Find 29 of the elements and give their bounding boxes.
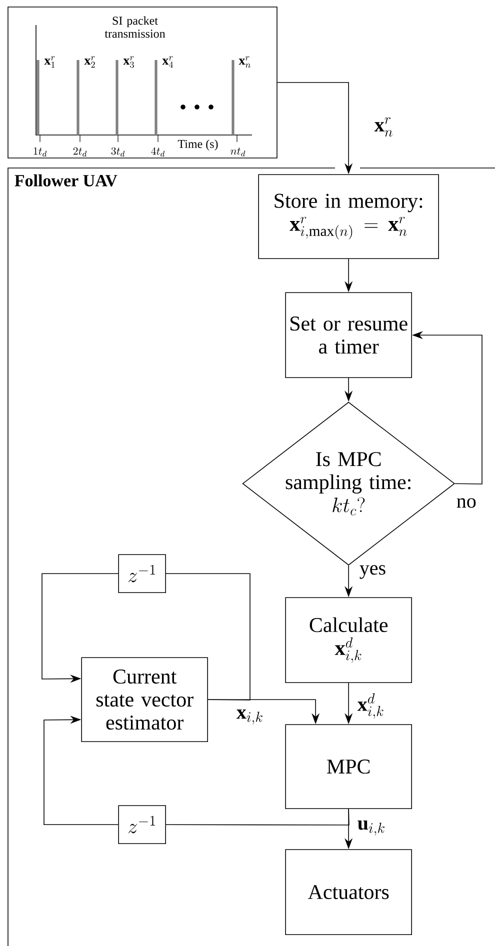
edge-label: $\mathbf{x}_n^r$ (373, 116, 394, 138)
process-box: Actuators (285, 849, 412, 935)
edge-label: $\mathbf{x}^d_{i,k}$ (356, 692, 386, 720)
tick-label: $4t_d$ (151, 147, 165, 156)
process-box: Calculate $\mathbf{x}^d_{i,k}$ (285, 597, 412, 683)
tick-label: $nt_d$ (230, 148, 246, 156)
edge-label: yes (358, 564, 388, 580)
tick-label: $1t_d$ (34, 147, 47, 156)
arrow (44, 716, 119, 825)
bar-label: $\mathbf{x}_2^r$ (84, 56, 95, 68)
connector-line (166, 808, 350, 826)
bar-label: $\mathbf{x}_1^r$ (44, 56, 55, 68)
bar-label: $\mathbf{x}_4^r$ (162, 56, 174, 68)
delay-box: $z^{-1}$ (118, 805, 166, 844)
connector-line (166, 573, 250, 700)
process-box: Set or resume a timer (285, 292, 412, 378)
edge-label: no (455, 497, 478, 509)
panel-title: Follower UAV (14, 174, 118, 186)
process-box: Store in memory: $\mathbf{x}^r_{i,\max(n)} = \mathbf{x}^r_n$ (258, 174, 439, 259)
edge-label: $\mathbf{x}_{i,k}$ (235, 708, 265, 726)
process-box: MPC (285, 724, 412, 809)
process-box: Current state vector estimator (81, 657, 208, 742)
delay-box: $z^{-1}$ (118, 554, 166, 593)
bar-label: $\mathbf{x}_n^r$ (238, 56, 251, 68)
edge-label: $\mathbf{u}_{i,k}$ (356, 819, 387, 837)
bar-label: $\mathbf{x}_3^r$ (123, 56, 134, 68)
axis-label: Time (s) (177, 139, 219, 151)
tick-label: $2t_d$ (73, 147, 87, 156)
tick-label: $3t_d$ (111, 147, 125, 156)
